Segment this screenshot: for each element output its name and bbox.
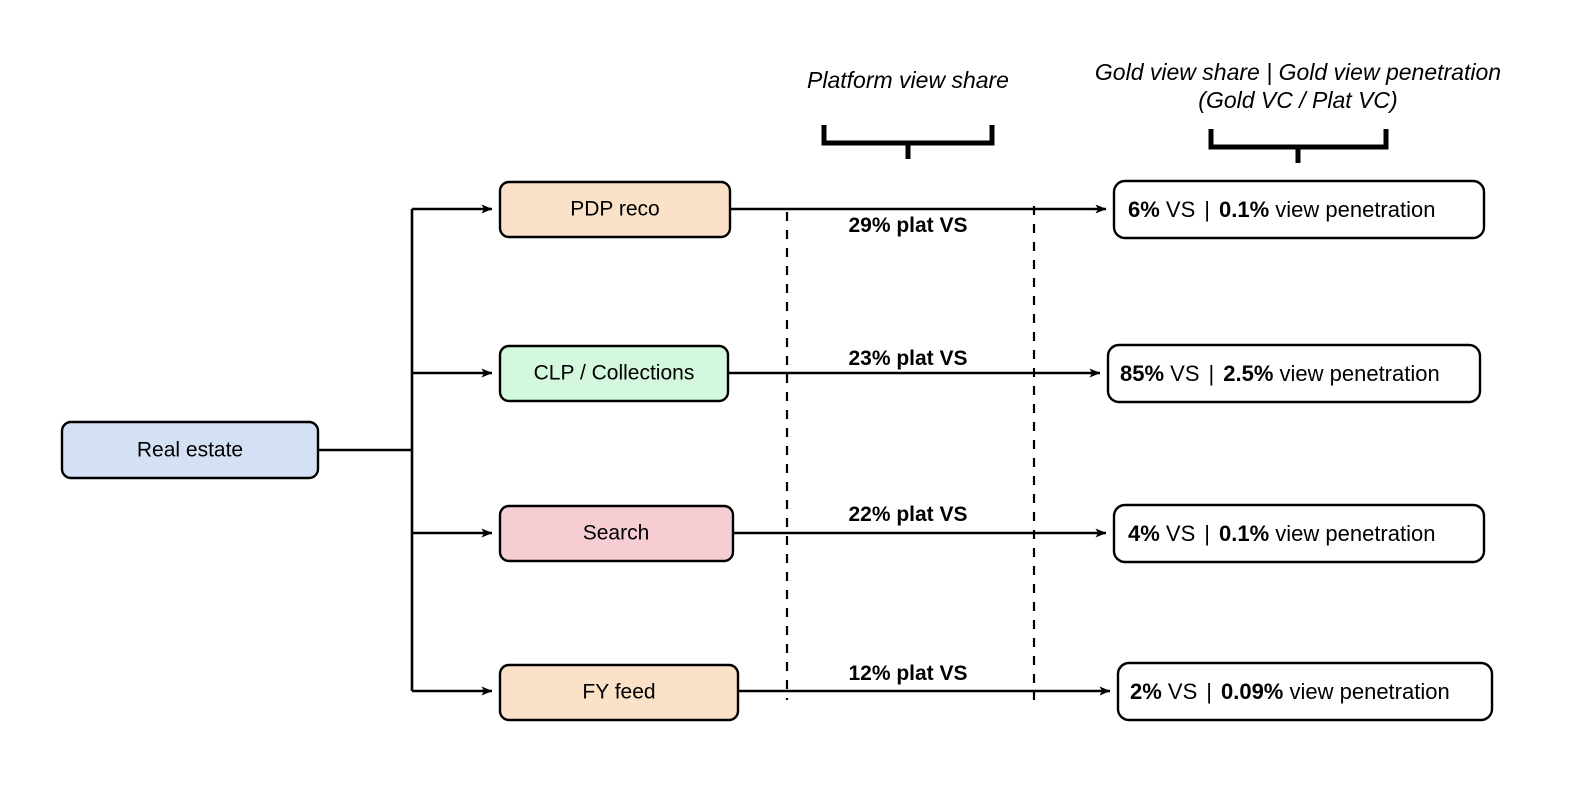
result-penetration-suffix-clp-collections: view penetration xyxy=(1273,361,1439,386)
gold-view-header-line-2: (Gold VC / Plat VC) xyxy=(1198,87,1397,113)
result-gold-view-penetration-clp-collections: 2.5% xyxy=(1223,361,1273,386)
result-text-pdp-reco: 6% VS | 0.1% view penetration xyxy=(1128,197,1435,222)
result-box-fy-feed[interactable] xyxy=(1116,661,1494,722)
flow-label-pdp-reco: 29% plat VS xyxy=(848,214,967,237)
node-pdp-reco-label: PDP reco xyxy=(570,198,660,221)
gold-view-bracket xyxy=(1208,129,1389,150)
node-fy-feed-rect[interactable] xyxy=(498,663,740,722)
result-gold-view-share-clp-collections: 85% xyxy=(1120,361,1164,386)
tree-connector-spine xyxy=(318,209,414,691)
result-gold-view-penetration-fy-feed: 0.09% xyxy=(1221,679,1283,704)
result-text-fy-feed: 2% VS | 0.09% view penetration xyxy=(1130,679,1450,704)
flow-label-clp-collections: 23% plat VS xyxy=(848,347,967,370)
result-gold-view-penetration-pdp-reco: 0.1% xyxy=(1219,197,1269,222)
result-gold-view-share-search: 4% xyxy=(1128,521,1160,546)
row-pdp-reco: PDP reco 29% plat VS 6% VS | 0.1% view pen… xyxy=(412,179,1486,240)
node-search-label: Search xyxy=(583,522,650,545)
row-search: Search 22% plat VS 4% VS | 0.1% view penet… xyxy=(412,503,1486,564)
column-header-platform-view-share: Platform view share xyxy=(807,67,1009,159)
platform-view-share-bracket xyxy=(821,125,995,146)
result-box-clp-collections[interactable] xyxy=(1106,343,1482,404)
result-text-clp-collections: 85% VS | 2.5% view penetration xyxy=(1120,361,1440,386)
result-separator-search: | xyxy=(1204,521,1210,546)
result-share-suffix-clp-collections: VS xyxy=(1164,361,1199,386)
result-separator-pdp-reco: | xyxy=(1204,197,1210,222)
result-share-suffix-pdp-reco: VS xyxy=(1160,197,1195,222)
result-penetration-suffix-pdp-reco: view penetration xyxy=(1269,197,1435,222)
column-header-gold-view: Gold view share | Gold view penetration … xyxy=(1095,59,1501,163)
result-gold-view-share-pdp-reco: 6% xyxy=(1128,197,1160,222)
result-penetration-suffix-search: view penetration xyxy=(1269,521,1435,546)
node-fy-feed-label: FY feed xyxy=(582,681,655,704)
row-fy-feed: FY feed 12% plat VS 2% VS | 0.09% view pen… xyxy=(412,661,1494,722)
result-box-pdp-reco[interactable] xyxy=(1112,179,1486,240)
node-real-estate-label: Real estate xyxy=(137,439,243,462)
platform-view-share-header-line-1: Platform view share xyxy=(807,67,1009,93)
result-share-suffix-search: VS xyxy=(1160,521,1195,546)
result-box-search[interactable] xyxy=(1112,503,1486,564)
result-separator-fy-feed: | xyxy=(1206,679,1212,704)
flow-label-search: 22% plat VS xyxy=(848,503,967,526)
node-real-estate[interactable]: Real estate xyxy=(60,420,320,480)
node-clp-collections-label: CLP / Collections xyxy=(534,362,695,385)
result-text-search: 4% VS | 0.1% view penetration xyxy=(1128,521,1435,546)
row-clp-collections: CLP / Collections 23% plat VS 85% VS | 2.5… xyxy=(412,343,1482,404)
result-gold-view-share-fy-feed: 2% xyxy=(1130,679,1162,704)
gold-view-header-line-1: Gold view share | Gold view penetration xyxy=(1095,59,1501,85)
result-share-suffix-fy-feed: VS xyxy=(1162,679,1197,704)
result-separator-clp-collections: | xyxy=(1209,361,1215,386)
result-penetration-suffix-fy-feed: view penetration xyxy=(1283,679,1449,704)
result-gold-view-penetration-search: 0.1% xyxy=(1219,521,1269,546)
flow-label-fy-feed: 12% plat VS xyxy=(848,662,967,685)
